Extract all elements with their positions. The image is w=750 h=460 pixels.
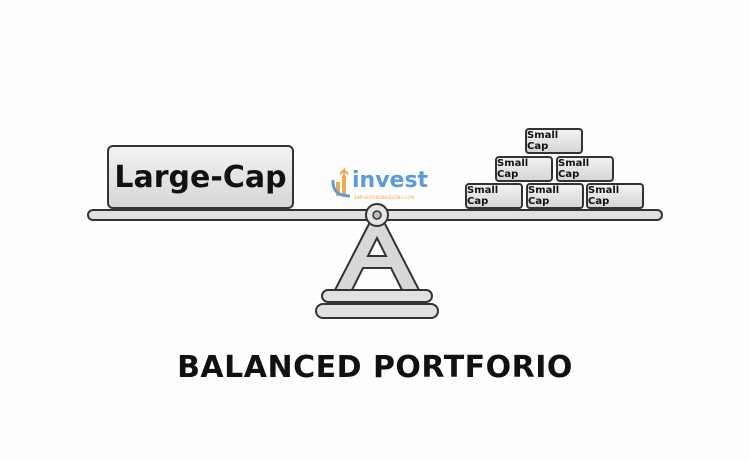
small-cap-block: Small Cap [526,183,584,209]
pivot-pin [372,210,382,220]
scale-base-upper [321,289,433,303]
small-cap-block: Small Cap [586,183,644,209]
logo-word: invest [352,168,429,193]
diagram-title: BALANCED PORTFORIO [177,350,573,385]
logo-tagline: SIMPLESTANDINVESTING.COM [354,195,415,200]
small-cap-block: Small Cap [495,156,553,182]
small-cap-block: Small Cap [556,156,614,182]
logo-chart-icon [331,167,351,198]
small-cap-block: Small Cap [525,128,583,154]
scale-a-frame [333,221,421,291]
small-cap-block: Small Cap [465,183,523,209]
large-cap-block: Large-Cap [107,145,294,209]
scale-base-lower [315,303,439,319]
